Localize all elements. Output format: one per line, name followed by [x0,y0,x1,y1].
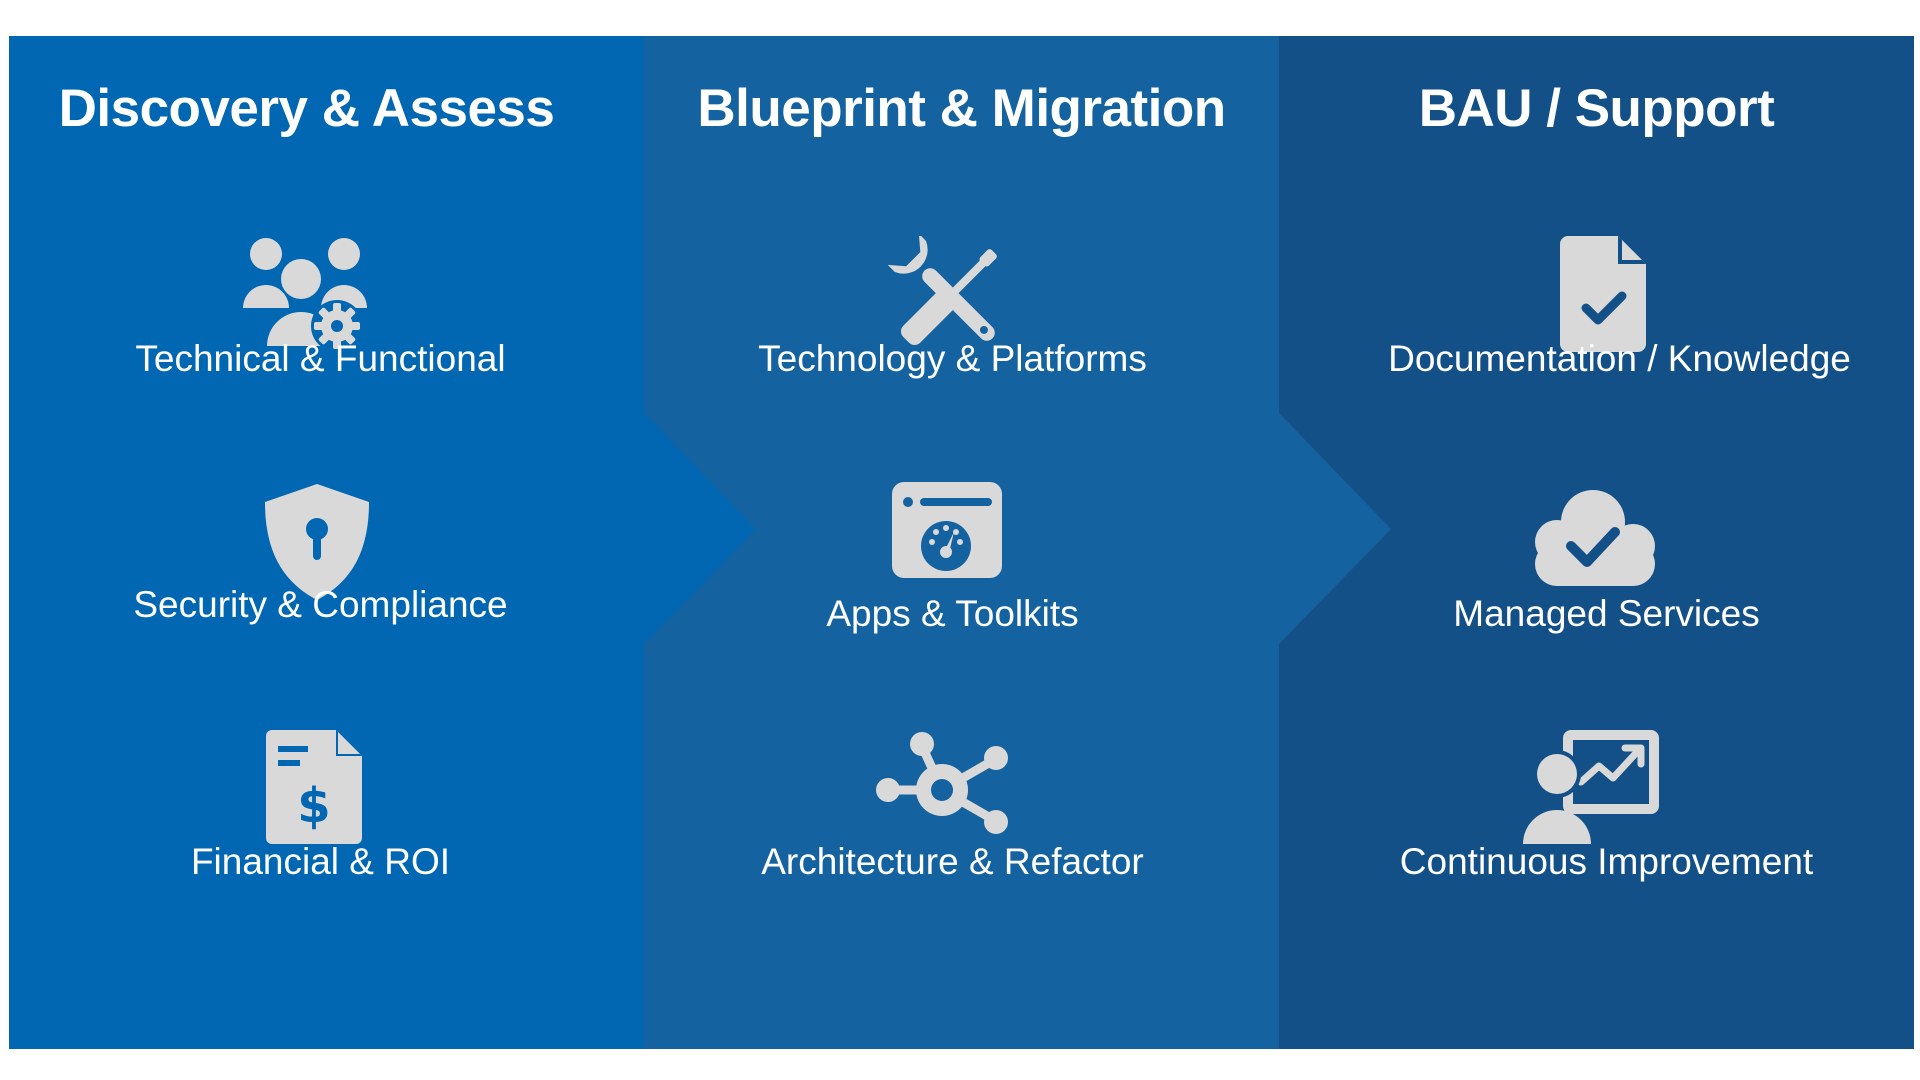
stage-discovery: Discovery & Assess [9,36,644,1049]
hub-network-icon [874,730,1014,850]
users-gear-icon [239,236,379,356]
item-label: Managed Services [1453,593,1760,634]
item-label: Technical & Functional [135,338,506,379]
stage-1-arrow [644,413,756,644]
item-label: Documentation / Knowledge [1388,338,1851,379]
stage-title: Discovery & Assess [58,79,555,138]
svg-text:$: $ [297,778,330,834]
app-window-gauge-icon [880,482,1020,602]
item-label: Continuous Improvement [1399,841,1814,882]
item-label: Financial & ROI [190,841,451,882]
cloud-check-icon [1521,482,1661,602]
screwdriver-wrench-icon [880,236,1020,356]
stage-title: BAU / Support [1418,79,1775,138]
stage-blueprint: Blueprint & Migration [644,36,1279,1049]
item-label: Architecture & Refactor [761,841,1144,882]
stage-title: Blueprint & Migration [697,79,1226,138]
item-label: Technology & Platforms [758,338,1147,379]
invoice-dollar-icon: $ [246,730,386,850]
shield-keyhole-icon [247,482,387,602]
presentation-chart-icon [1521,730,1661,850]
stage-bau: BAU / Support Documentation / Knowledge [1279,36,1914,1049]
document-check-icon [1536,236,1676,356]
stage-2-arrow [1279,413,1391,644]
item-label: Apps & Toolkits [826,593,1079,634]
item-label: Security & Compliance [133,584,508,625]
